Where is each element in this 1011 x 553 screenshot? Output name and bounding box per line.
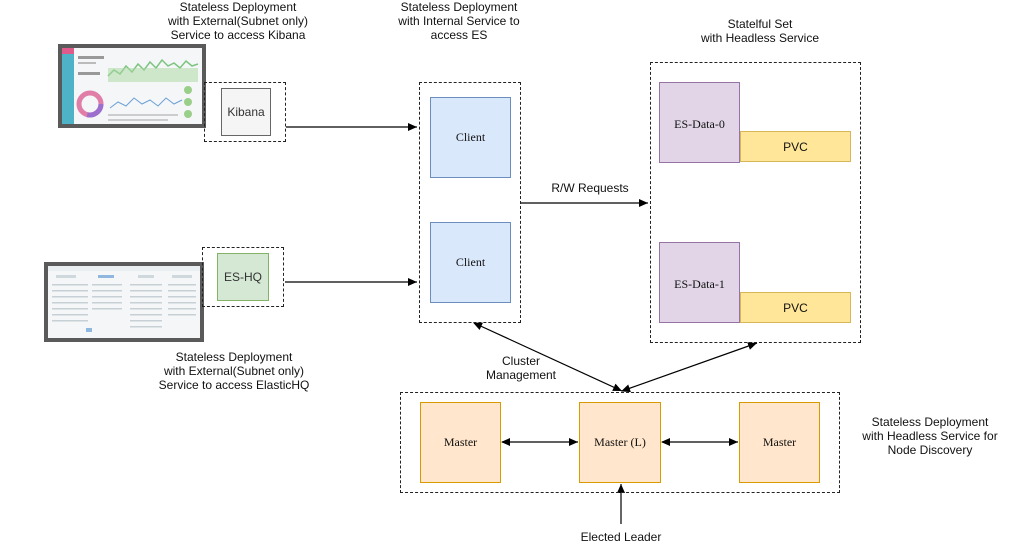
es-data-0-node: ES-Data-0 bbox=[659, 82, 740, 163]
caption-kibana: Stateless Deployment with External(Subne… bbox=[167, 0, 309, 42]
kibana-node: Kibana bbox=[221, 88, 271, 136]
pvc-1-node: PVC bbox=[740, 292, 851, 323]
master-leader-node: Master (L) bbox=[579, 402, 661, 483]
master-deployment-group bbox=[400, 392, 840, 493]
caption-master: Stateless Deployment with Headless Servi… bbox=[862, 415, 998, 457]
pvc-0-node: PVC bbox=[740, 131, 851, 162]
eshq-screenshot bbox=[44, 262, 204, 342]
eshq-node: ES-HQ bbox=[217, 253, 269, 301]
kibana-deployment-group bbox=[204, 82, 286, 142]
caption-cluster-management: Cluster Management bbox=[485, 354, 557, 382]
elastichq-dashboard-thumbnail bbox=[48, 266, 200, 332]
master-node-1: Master bbox=[420, 402, 501, 483]
caption-rw-requests: R/W Requests bbox=[551, 181, 629, 195]
client-deployment-group bbox=[419, 82, 521, 323]
eshq-deployment-group bbox=[202, 247, 284, 307]
kibana-screenshot bbox=[58, 44, 206, 128]
arrow-statefulset-leader bbox=[621, 342, 758, 393]
caption-eshq: Stateless Deployment with External(Subne… bbox=[158, 350, 310, 392]
master-node-2: Master bbox=[739, 402, 820, 483]
es-data-1-node: ES-Data-1 bbox=[659, 242, 740, 323]
statefulset-group bbox=[650, 62, 861, 343]
caption-elected-leader: Elected Leader bbox=[580, 530, 662, 544]
client-node-1: Client bbox=[430, 97, 511, 178]
kibana-dashboard-thumbnail bbox=[62, 48, 199, 124]
caption-statefulset: Statelful Set with Headless Service bbox=[700, 17, 820, 45]
client-node-2: Client bbox=[430, 222, 511, 303]
arrow-client-leader bbox=[473, 322, 623, 392]
caption-client: Stateless Deployment with Internal Servi… bbox=[398, 0, 520, 42]
